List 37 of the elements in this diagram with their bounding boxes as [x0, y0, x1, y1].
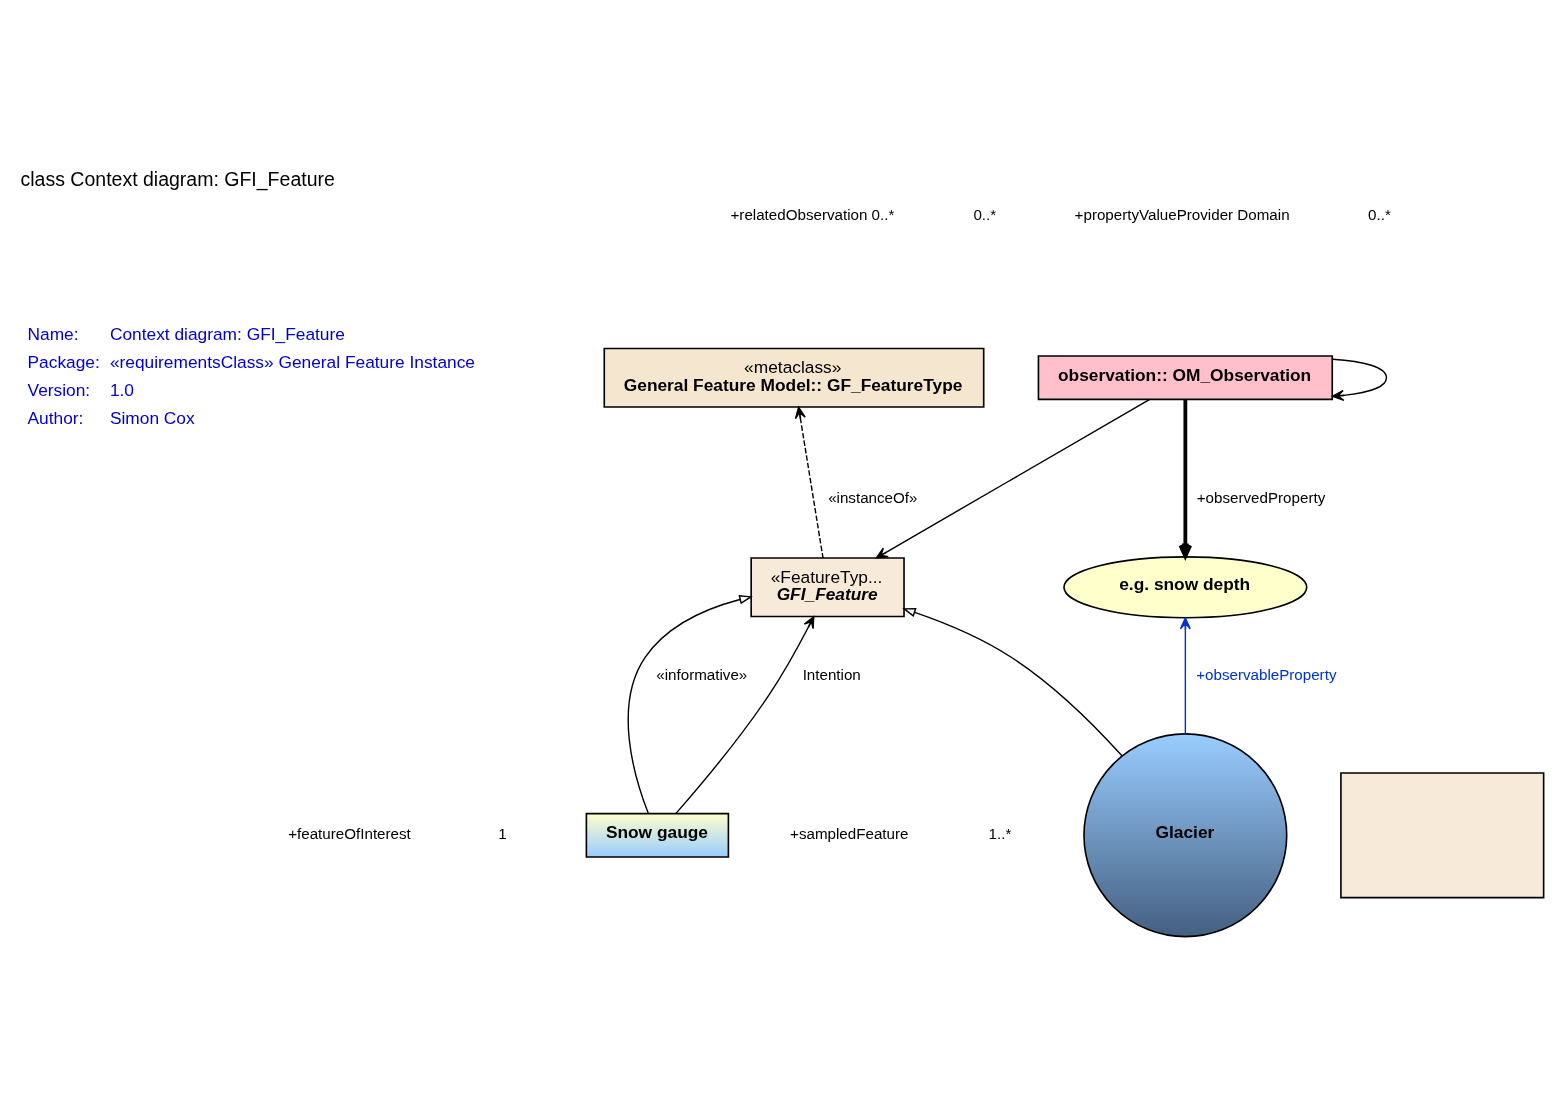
label: «requirementsClass» General Feature Instance — [109, 351, 475, 372]
edge-label: Intention — [802, 666, 861, 684]
edge-label: «informative» — [656, 666, 748, 684]
label: +featureOfInterest — [288, 825, 411, 843]
label: Author: — [27, 408, 84, 429]
label: Version: — [27, 379, 91, 400]
node-box: «metaclass» General Feature Model:: GF_FeatureType — [603, 347, 985, 408]
arrow — [1331, 358, 1388, 401]
node-box: Snow gauge — [585, 812, 730, 858]
label: Package: — [27, 351, 100, 372]
node-box: observation:: OM_Observation — [1037, 355, 1334, 401]
arrow — [902, 607, 1123, 757]
edge-label: +observedProperty — [1196, 489, 1326, 507]
label: Simon Cox — [109, 408, 195, 429]
node-box: «FeatureTyp... GFI_Feature — [750, 557, 905, 618]
label: 0..* — [973, 206, 997, 224]
node-box — [1340, 772, 1545, 899]
label: Name: — [27, 323, 79, 344]
arrow — [675, 616, 815, 815]
label: +sampledFeature — [790, 825, 909, 843]
arrow — [627, 594, 753, 815]
edge-label: «instanceOf» — [828, 489, 918, 507]
arrow — [1179, 617, 1191, 735]
label: +relatedObservation 0..* — [730, 206, 895, 224]
label: 1 — [498, 825, 507, 843]
edge-label: +observableProperty — [1196, 666, 1337, 684]
node-ellipse: e.g. snow depth — [1063, 556, 1308, 619]
arrow — [794, 406, 824, 559]
node-circle: Glacier — [1083, 733, 1288, 938]
label: 0..* — [1368, 206, 1391, 224]
diagram-title: class Context diagram: GFI_Feature — [20, 168, 335, 191]
arrow — [875, 398, 1151, 559]
label: +propertyValueProvider Domain — [1074, 206, 1290, 224]
label: Context diagram: GFI_Feature — [109, 323, 345, 344]
label: 1..* — [988, 825, 1012, 843]
arrow — [1178, 399, 1193, 559]
label: 1.0 — [109, 379, 135, 400]
